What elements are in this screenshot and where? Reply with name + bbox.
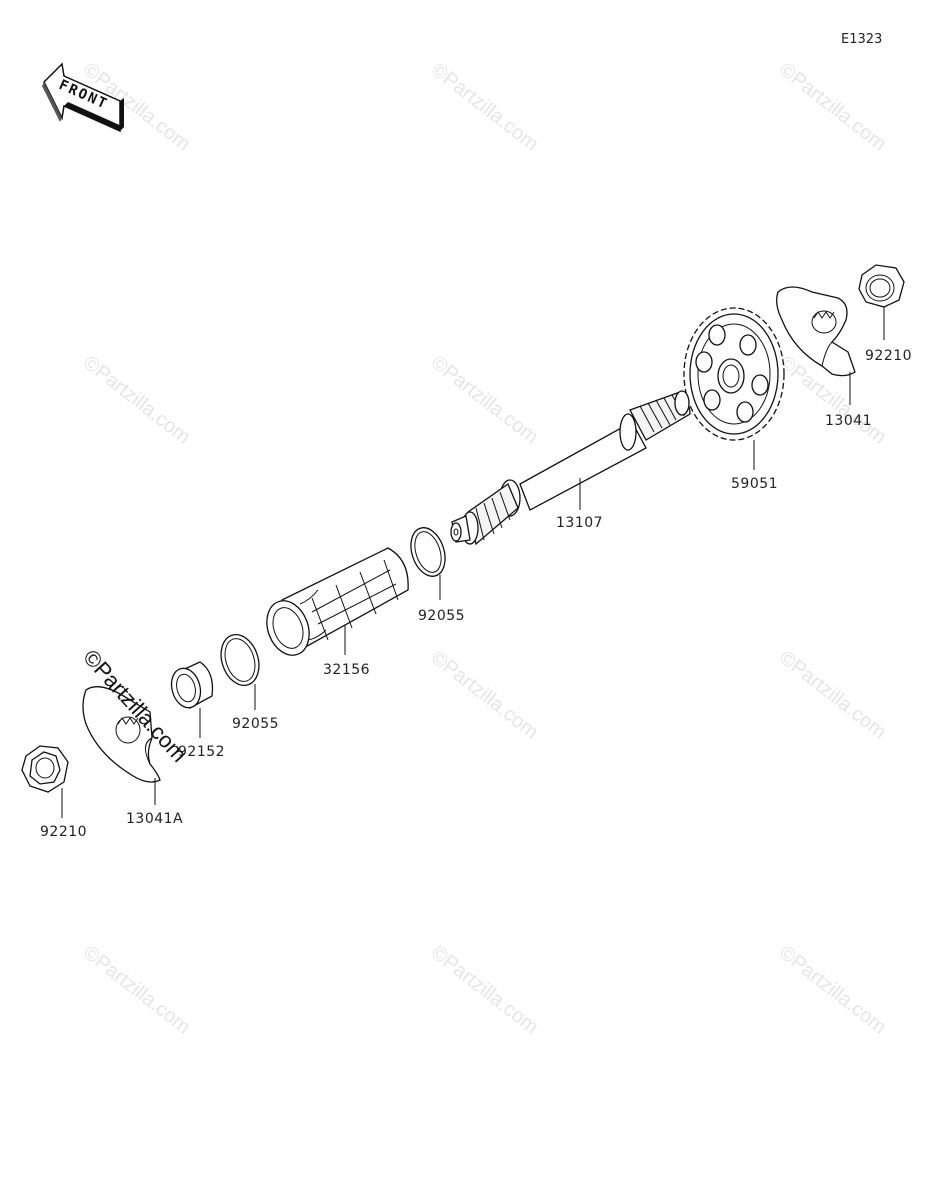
callout-59051: 59051: [731, 476, 778, 492]
oring-lower-part[interactable]: [215, 630, 265, 710]
watermark: ©Partzilla.com: [427, 59, 542, 156]
callout-92152: 92152: [178, 744, 225, 760]
callout-13107: 13107: [556, 515, 603, 531]
watermark: ©Partzilla.com: [79, 942, 194, 1039]
callout-32156: 32156: [323, 662, 370, 678]
watermark: ©Partzilla.com: [427, 647, 542, 744]
watermark: ©Partzilla.com: [79, 352, 194, 449]
watermark: ©Partzilla.com: [775, 59, 890, 156]
oring-upper-part[interactable]: [405, 523, 451, 600]
diagram-code: E1323: [841, 32, 882, 47]
watermark: ©Partzilla.com: [427, 942, 542, 1039]
callout-92055-lower: 92055: [232, 716, 279, 732]
watermark: ©Partzilla.com: [775, 942, 890, 1039]
callout-92210-left: 92210: [40, 824, 87, 840]
shaft-part[interactable]: [450, 390, 691, 546]
watermark-grid: ©Partzilla.com ©Partzilla.com ©Partzilla…: [79, 59, 890, 1039]
lever-left-part[interactable]: [82, 686, 161, 805]
callout-92210-right: 92210: [865, 348, 912, 364]
callout-13041: 13041: [825, 413, 872, 429]
nut-right-part[interactable]: [858, 264, 905, 340]
nut-left-part[interactable]: [21, 745, 69, 818]
lever-right-part[interactable]: [776, 286, 856, 405]
bushing-part[interactable]: [167, 661, 214, 738]
watermark: ©Partzilla.com: [775, 647, 890, 744]
callout-92055-upper: 92055: [418, 608, 465, 624]
sprocket-part[interactable]: [683, 307, 785, 470]
sleeve-part[interactable]: [260, 547, 409, 661]
watermark: ©Partzilla.com: [427, 352, 542, 449]
callout-13041A: 13041A: [126, 811, 183, 827]
